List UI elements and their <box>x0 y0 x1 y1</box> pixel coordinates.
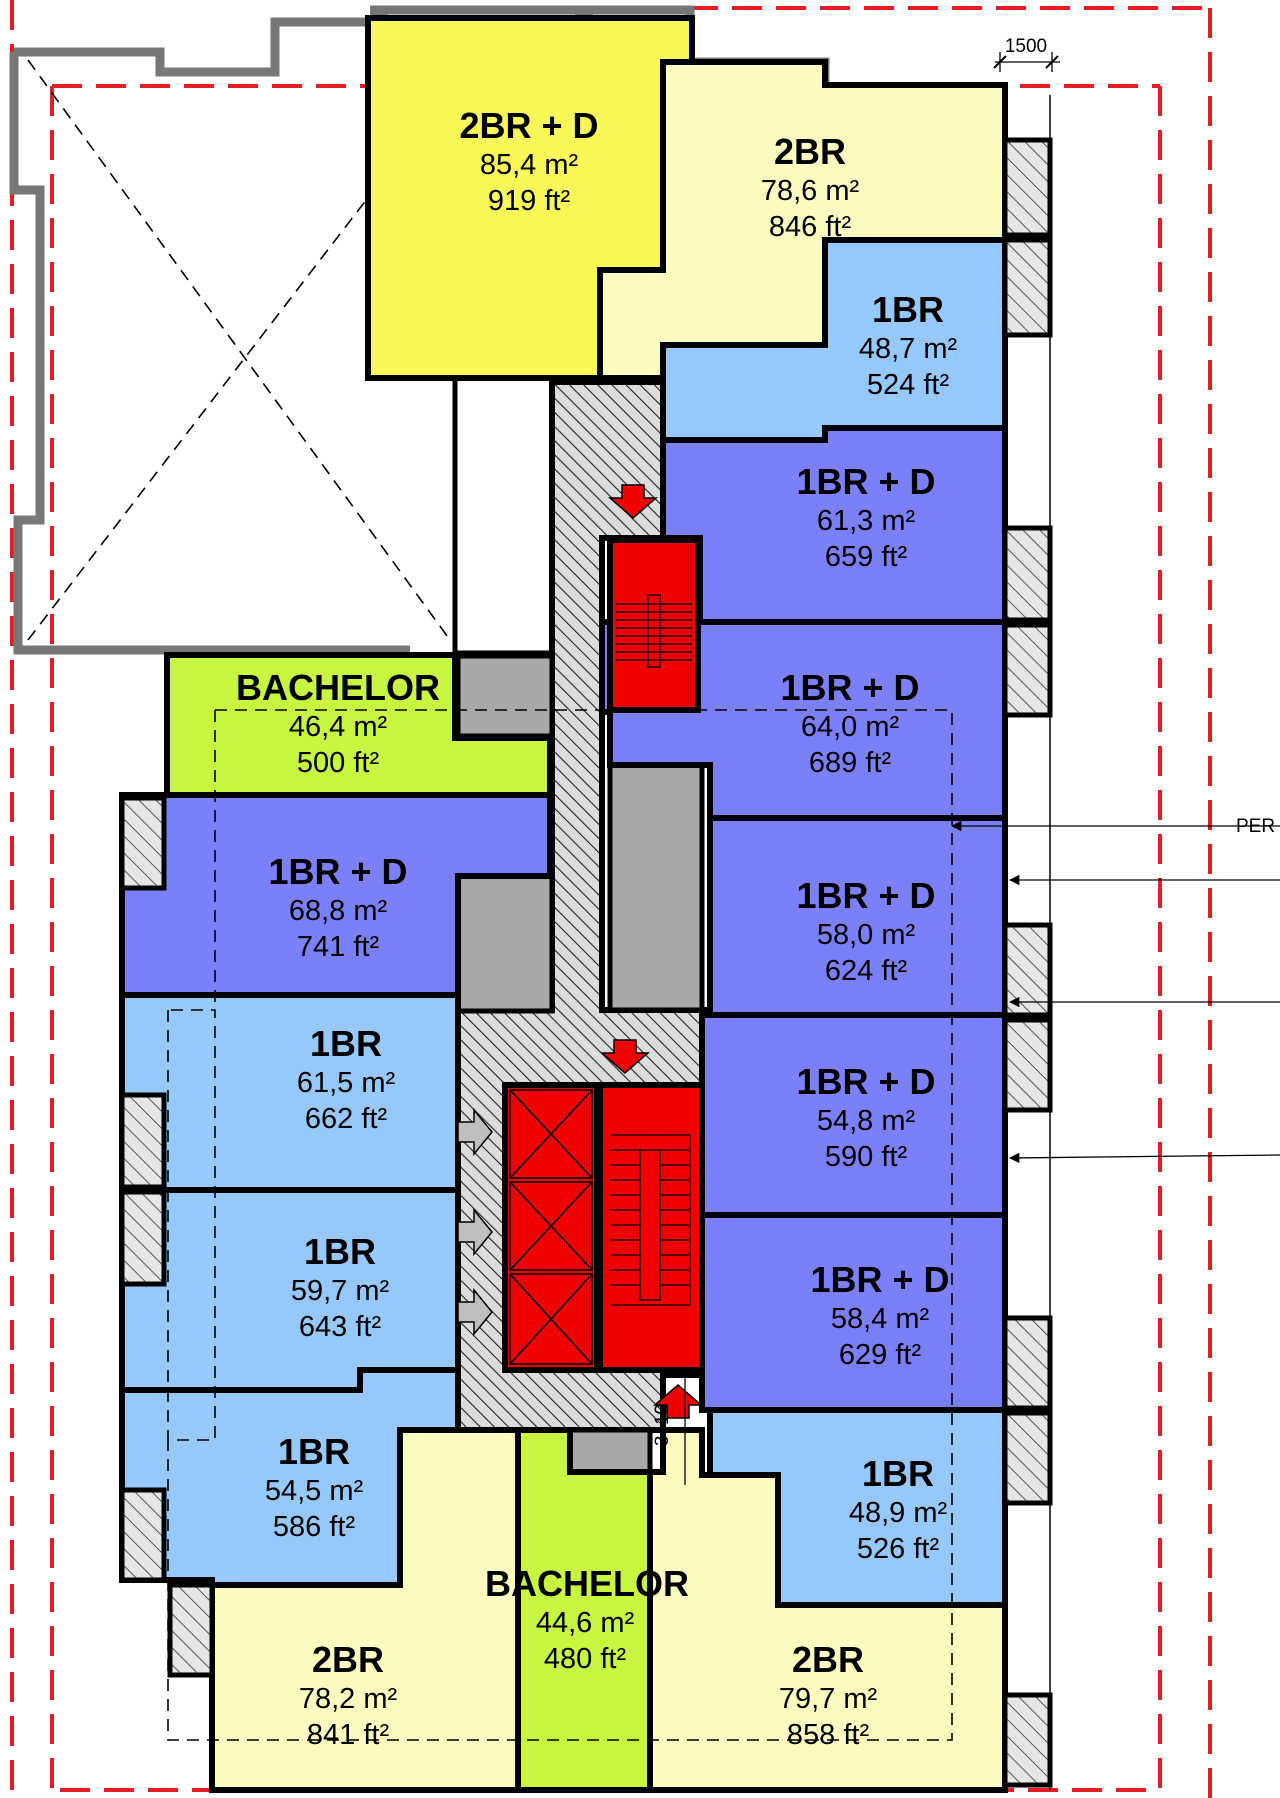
unit-area-m2: 58,0 m² <box>817 919 916 951</box>
unit-type-label: 1BR <box>872 289 944 330</box>
elevator-entry-arrow-icon <box>457 1287 493 1337</box>
unit-area-ft2: 524 ft² <box>867 369 950 401</box>
unit-area-ft2: 741 ft² <box>297 931 380 963</box>
unit-area-ft2: 689 ft² <box>809 747 892 779</box>
dimension-label: 3410 <box>652 1404 673 1446</box>
unit-area-m2: 61,5 m² <box>297 1067 396 1099</box>
unit-area-ft2: 629 ft² <box>839 1339 922 1371</box>
unit-2br[interactable] <box>647 1427 1008 1793</box>
exit-stair-south <box>597 1082 705 1373</box>
stair-treads-icon <box>610 1134 691 1306</box>
exit-arrow-down-icon <box>607 484 659 519</box>
unit-labels: 2BR + D 85,4 m² 919 ft² 2BR 78,6 m² 846 … <box>236 105 957 1751</box>
unit-1br-d[interactable] <box>599 619 1008 821</box>
unit-area-m2: 46,4 m² <box>289 711 388 743</box>
unit-area-ft2: 841 ft² <box>307 1719 390 1751</box>
balcony <box>1002 1017 1053 1113</box>
unit-area-ft2: 526 ft² <box>857 1533 940 1565</box>
balcony <box>1002 1315 1053 1411</box>
unit-2br[interactable] <box>209 1427 521 1793</box>
service-shaft <box>455 873 555 1014</box>
exit-arrow-up-icon <box>652 1384 704 1419</box>
unit-area-ft2: 858 ft² <box>787 1719 870 1751</box>
unit-type-label: 1BR + D <box>780 667 919 708</box>
unit-type-label: 1BR + D <box>796 875 935 916</box>
elevator-icon <box>509 1089 593 1365</box>
unit-type-label: 1BR + D <box>796 1061 935 1102</box>
unit-area-m2: 78,2 m² <box>299 1683 398 1715</box>
unit-area-ft2: 659 ft² <box>825 541 908 573</box>
unit-area-m2: 54,8 m² <box>817 1105 916 1137</box>
unit-type-label: 1BR + D <box>268 851 407 892</box>
balcony <box>119 1189 167 1287</box>
balcony <box>119 795 167 891</box>
unit-area-m2: 44,6 m² <box>536 1607 635 1639</box>
unit-type-label: 1BR + D <box>810 1259 949 1300</box>
edge-label: PER <box>1236 816 1275 837</box>
balcony <box>1002 237 1053 338</box>
unit-type-label: 2BR <box>774 131 846 172</box>
unit-type-label: 1BR <box>310 1023 382 1064</box>
unit-type-label: 2BR <box>312 1639 384 1680</box>
open-void <box>452 375 558 656</box>
unit-type-label: 1BR <box>304 1231 376 1272</box>
balconies <box>119 137 1053 1788</box>
unit-type-label: 1BR <box>862 1453 934 1494</box>
units <box>119 15 1008 1793</box>
unit-type-label: BACHELOR <box>485 1563 689 1604</box>
unit-type-label: 1BR + D <box>796 461 935 502</box>
exit-arrow-down-icon <box>599 1039 651 1074</box>
unit-area-ft2: 846 ft² <box>769 211 852 243</box>
balcony <box>119 1487 167 1583</box>
unit-area-m2: 58,4 m² <box>831 1303 930 1335</box>
unit-area-ft2: 586 ft² <box>273 1511 356 1543</box>
unit-area-m2: 78,6 m² <box>761 175 860 207</box>
unit-area-m2: 48,7 m² <box>859 333 958 365</box>
elevator-entry-arrow-icon <box>457 1107 493 1157</box>
unit-area-ft2: 643 ft² <box>299 1311 382 1343</box>
unit-area-m2: 79,7 m² <box>779 1683 878 1715</box>
exit-stair-north <box>607 537 701 713</box>
unit-area-ft2: 500 ft² <box>297 747 380 779</box>
unit-area-m2: 59,7 m² <box>291 1275 390 1307</box>
dimension-label: 1500 <box>1005 36 1047 57</box>
unit-1br[interactable] <box>119 992 461 1193</box>
balcony <box>1002 525 1053 623</box>
balcony <box>167 1582 215 1678</box>
annotations: PER 1500 3410 <box>652 36 1280 1790</box>
balcony <box>1002 1410 1053 1506</box>
service-shaft <box>607 762 705 1013</box>
unit-type-label: 2BR + D <box>459 105 598 146</box>
balcony <box>1002 1692 1053 1788</box>
unit-type-label: 1BR <box>278 1431 350 1472</box>
unit-type-label: 2BR <box>792 1639 864 1680</box>
service-shaft <box>455 653 555 739</box>
unit-type-label: BACHELOR <box>236 667 440 708</box>
balcony <box>1002 622 1053 718</box>
unit-area-m2: 85,4 m² <box>480 149 579 181</box>
egress-core <box>457 484 705 1419</box>
unit-area-ft2: 480 ft² <box>544 1643 627 1675</box>
unit-area-ft2: 590 ft² <box>825 1141 908 1173</box>
elevator-bank <box>502 1082 600 1373</box>
stair-treads-icon <box>616 594 692 668</box>
unit-area-ft2: 919 ft² <box>488 185 571 217</box>
unit-area-m2: 64,0 m² <box>801 711 900 743</box>
unit-area-ft2: 662 ft² <box>305 1103 388 1135</box>
balcony <box>1002 137 1053 238</box>
dashed-outline <box>167 709 953 1741</box>
unit-area-m2: 54,5 m² <box>265 1475 364 1507</box>
unit-area-m2: 61,3 m² <box>817 505 916 537</box>
unit-area-m2: 68,8 m² <box>289 895 388 927</box>
balcony <box>119 1092 167 1190</box>
unit-area-m2: 48,9 m² <box>849 1497 948 1529</box>
unit-area-ft2: 624 ft² <box>825 955 908 987</box>
service-shaft <box>567 1427 653 1475</box>
elevator-entry-arrow-icon <box>457 1207 493 1257</box>
